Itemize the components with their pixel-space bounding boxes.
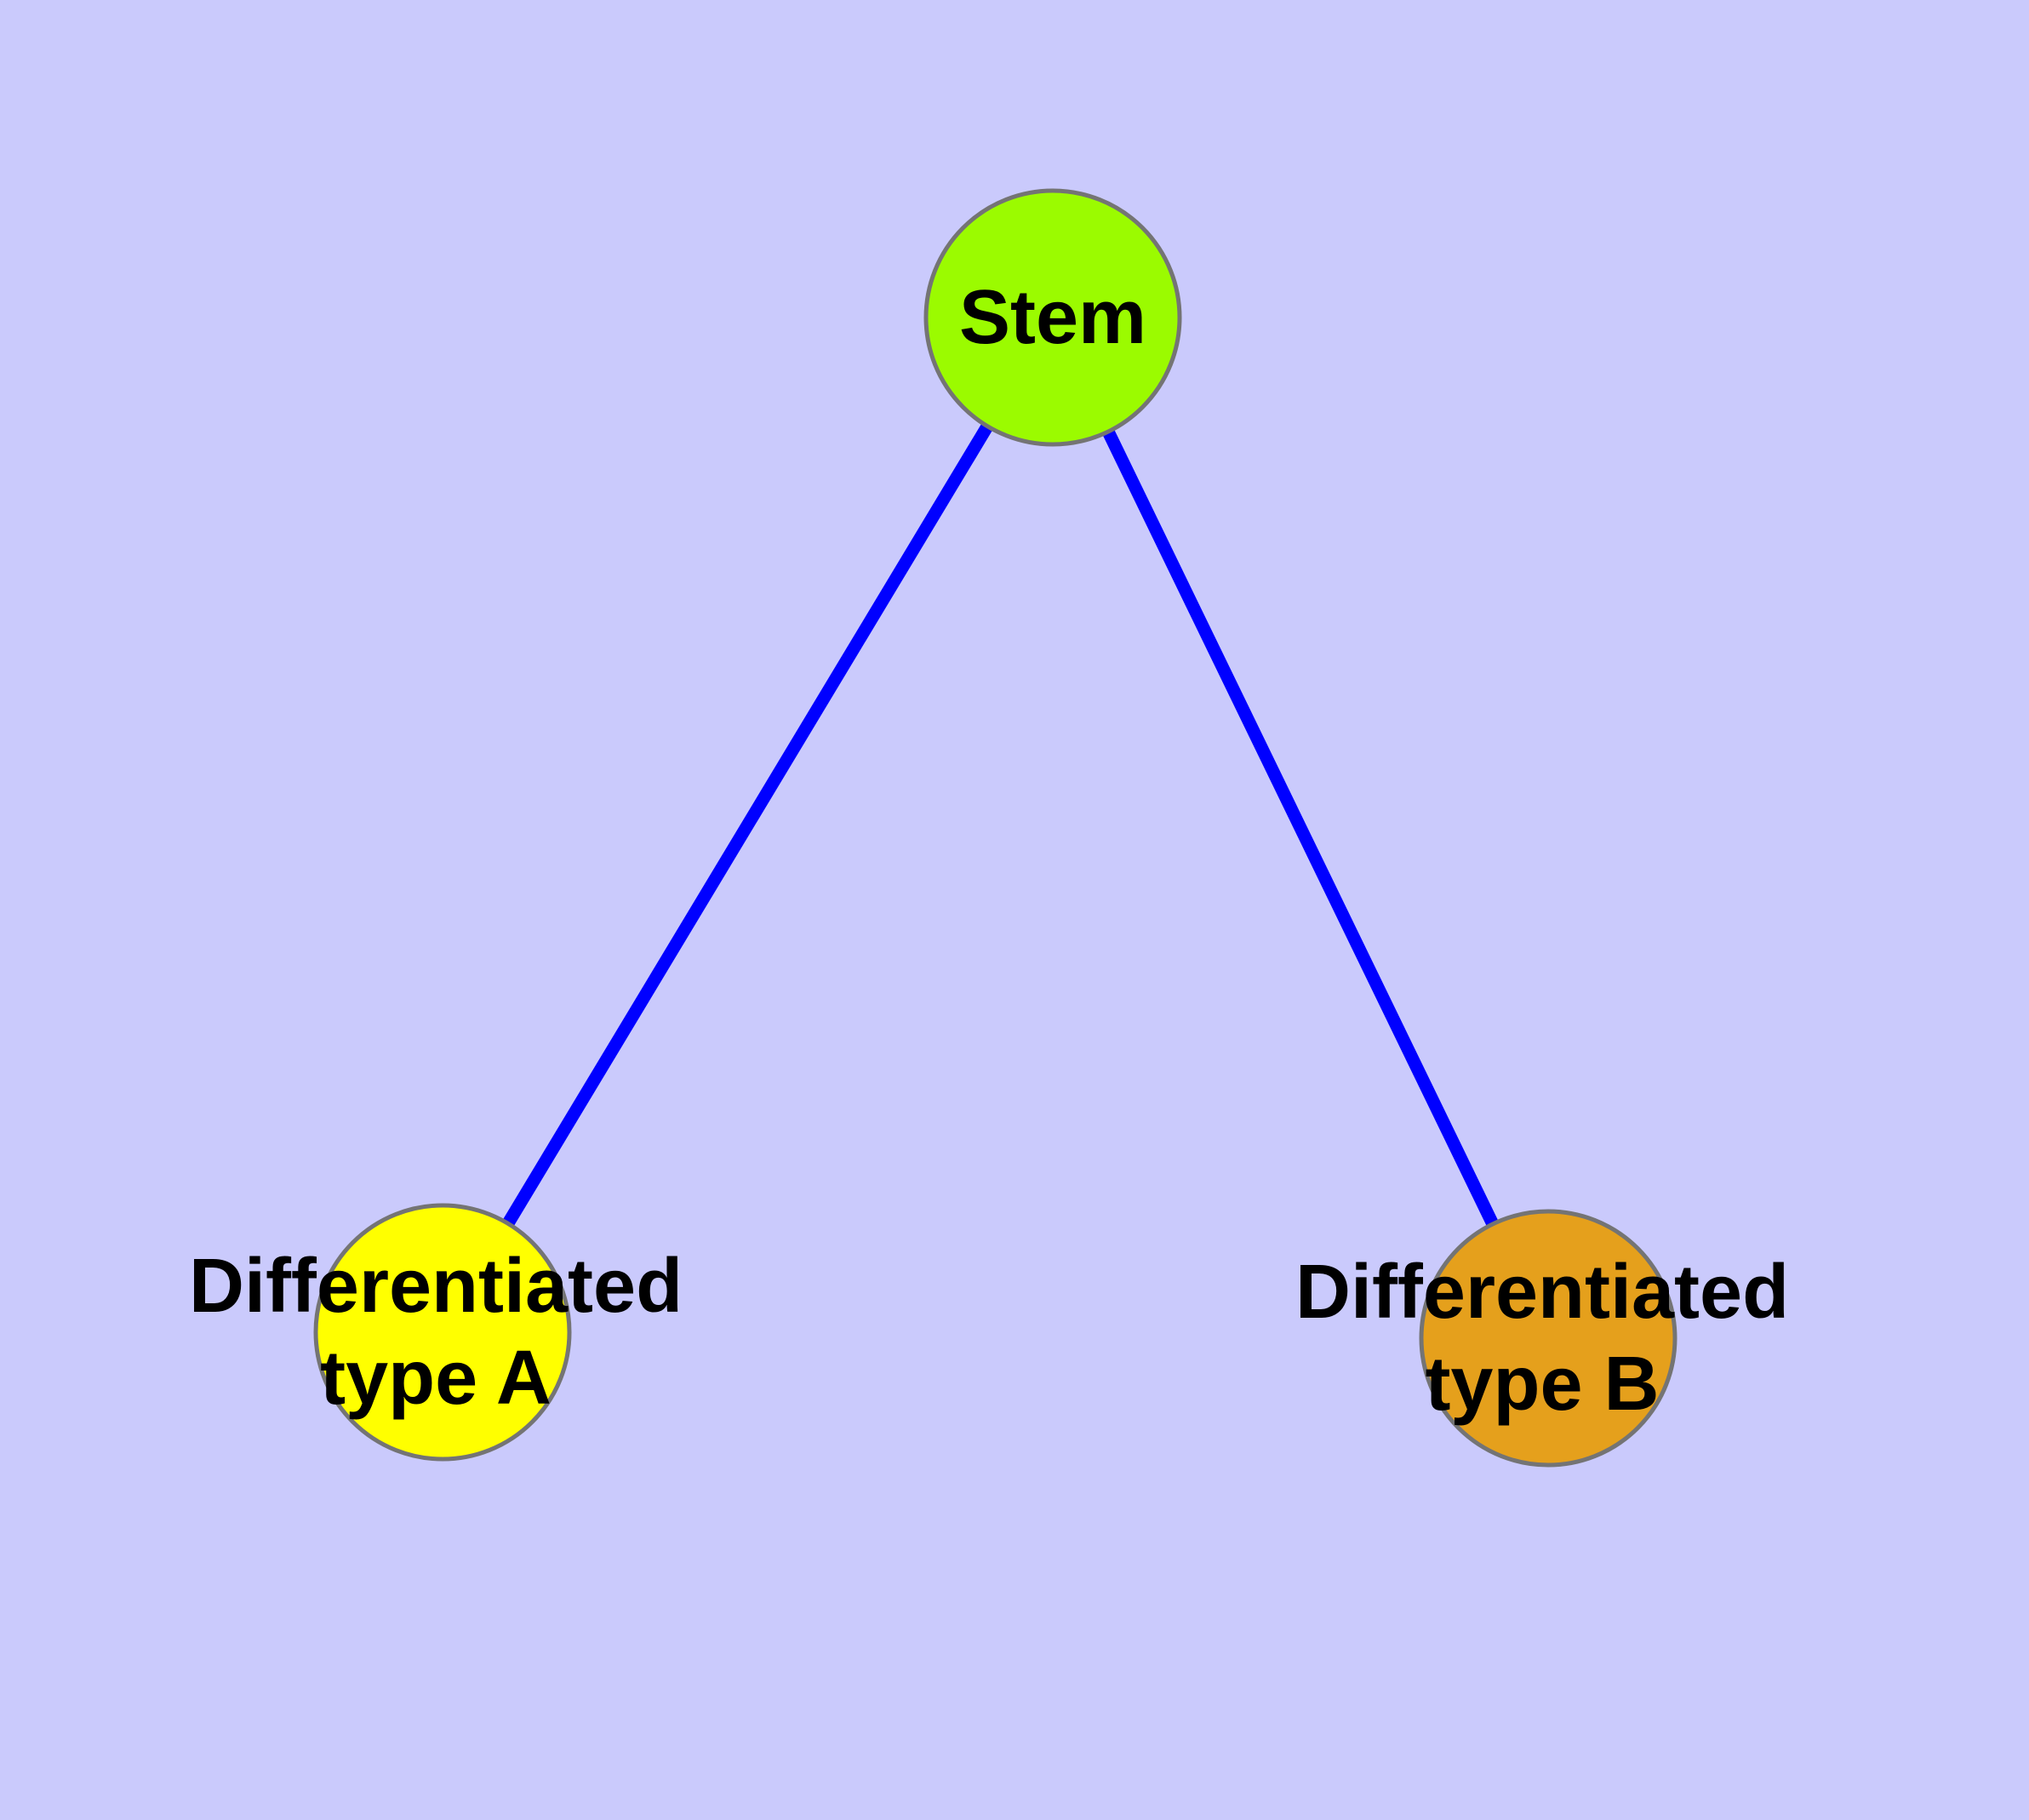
edge-stem-to-type-a: [437, 314, 1059, 1336]
node-differentiated-type-b-circle: [1419, 1209, 1677, 1468]
node-stem-circle: [923, 188, 1182, 447]
node-differentiated-type-a-circle: [313, 1203, 572, 1462]
edge-stem-to-type-b: [1047, 314, 1554, 1342]
